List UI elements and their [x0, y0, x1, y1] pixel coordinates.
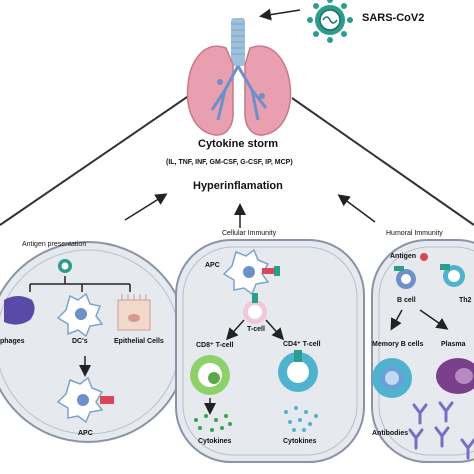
- memory-b-cells-label: Memory B cells: [372, 341, 424, 348]
- cytokines-label-left: Cytokines: [198, 438, 232, 445]
- macrophages-label: phages: [0, 338, 25, 345]
- apc-cell-icon-center: [222, 248, 280, 296]
- cytokine-list: (IL, TNF, INF, GM-CSF, G-CSF, IP, MCP): [166, 159, 293, 166]
- antibodies-icon: [408, 401, 474, 460]
- cytokines-cyan-dots: [284, 406, 318, 432]
- cytokines-label-right: Cytokines: [283, 438, 317, 445]
- cd4-t-cell-icon: [278, 350, 318, 392]
- macrophage-icon: [4, 296, 35, 325]
- th2-cell-icon: [440, 264, 465, 287]
- epithelial-cells-label: Epithelial Cells: [114, 338, 164, 345]
- apc-cell-icon-left: [56, 376, 114, 424]
- cellular-immunity-panel: [175, 239, 365, 463]
- plasma-label: Plasma: [441, 341, 466, 348]
- antigen-dot-icon: [420, 253, 428, 261]
- connector-left: [0, 94, 191, 226]
- virus-to-lungs-arrow: [259, 8, 301, 21]
- humoral-immunity-title: Humoral Immunity: [386, 230, 443, 237]
- dcs-label: DC's: [72, 338, 88, 345]
- b-cell-label: B cell: [397, 297, 416, 304]
- cytokines-green-dots: [194, 414, 232, 432]
- cellular-immunity-title: Cellular Immunity: [222, 230, 277, 237]
- lungs-icon: [186, 18, 292, 136]
- dendritic-cell-icon: [56, 292, 104, 338]
- antigen-presentation-title: Antigen presentation: [22, 241, 87, 248]
- cd8-t-cell-icon: [190, 355, 230, 395]
- plasma-cell-icon: [436, 358, 474, 394]
- arrow-left-to-hyperinflamation: [124, 193, 168, 221]
- virus-label: SARS-CoV2: [362, 12, 425, 24]
- antibodies-label: Antibodies: [372, 430, 409, 437]
- arrow-right-to-hyperinflamation: [337, 194, 376, 223]
- memory-b-cell-icon: [372, 358, 412, 398]
- hyperinflamation-label: Hyperinflamation: [193, 180, 283, 192]
- epithelial-cells-icon: [117, 294, 151, 331]
- cd4-t-cell-label: CD4⁺ T-cell: [283, 341, 321, 348]
- connector-right: [291, 97, 474, 226]
- antigen-label: Antigen: [390, 253, 417, 260]
- antigen-virus-icon: [58, 259, 72, 273]
- virus-icon: [307, 0, 353, 43]
- cytokine-storm-title: Cytokine storm: [198, 138, 279, 150]
- t-cell-icon: [243, 293, 267, 324]
- cd8-t-cell-label: CD8⁺ T-cell: [196, 342, 234, 349]
- apc-label-center: APC: [205, 262, 220, 269]
- apc-label-left: APC: [78, 430, 93, 437]
- b-cell-icon: [394, 266, 416, 289]
- th2-label: Th2: [459, 297, 472, 304]
- t-cell-label: T-cell: [247, 326, 265, 333]
